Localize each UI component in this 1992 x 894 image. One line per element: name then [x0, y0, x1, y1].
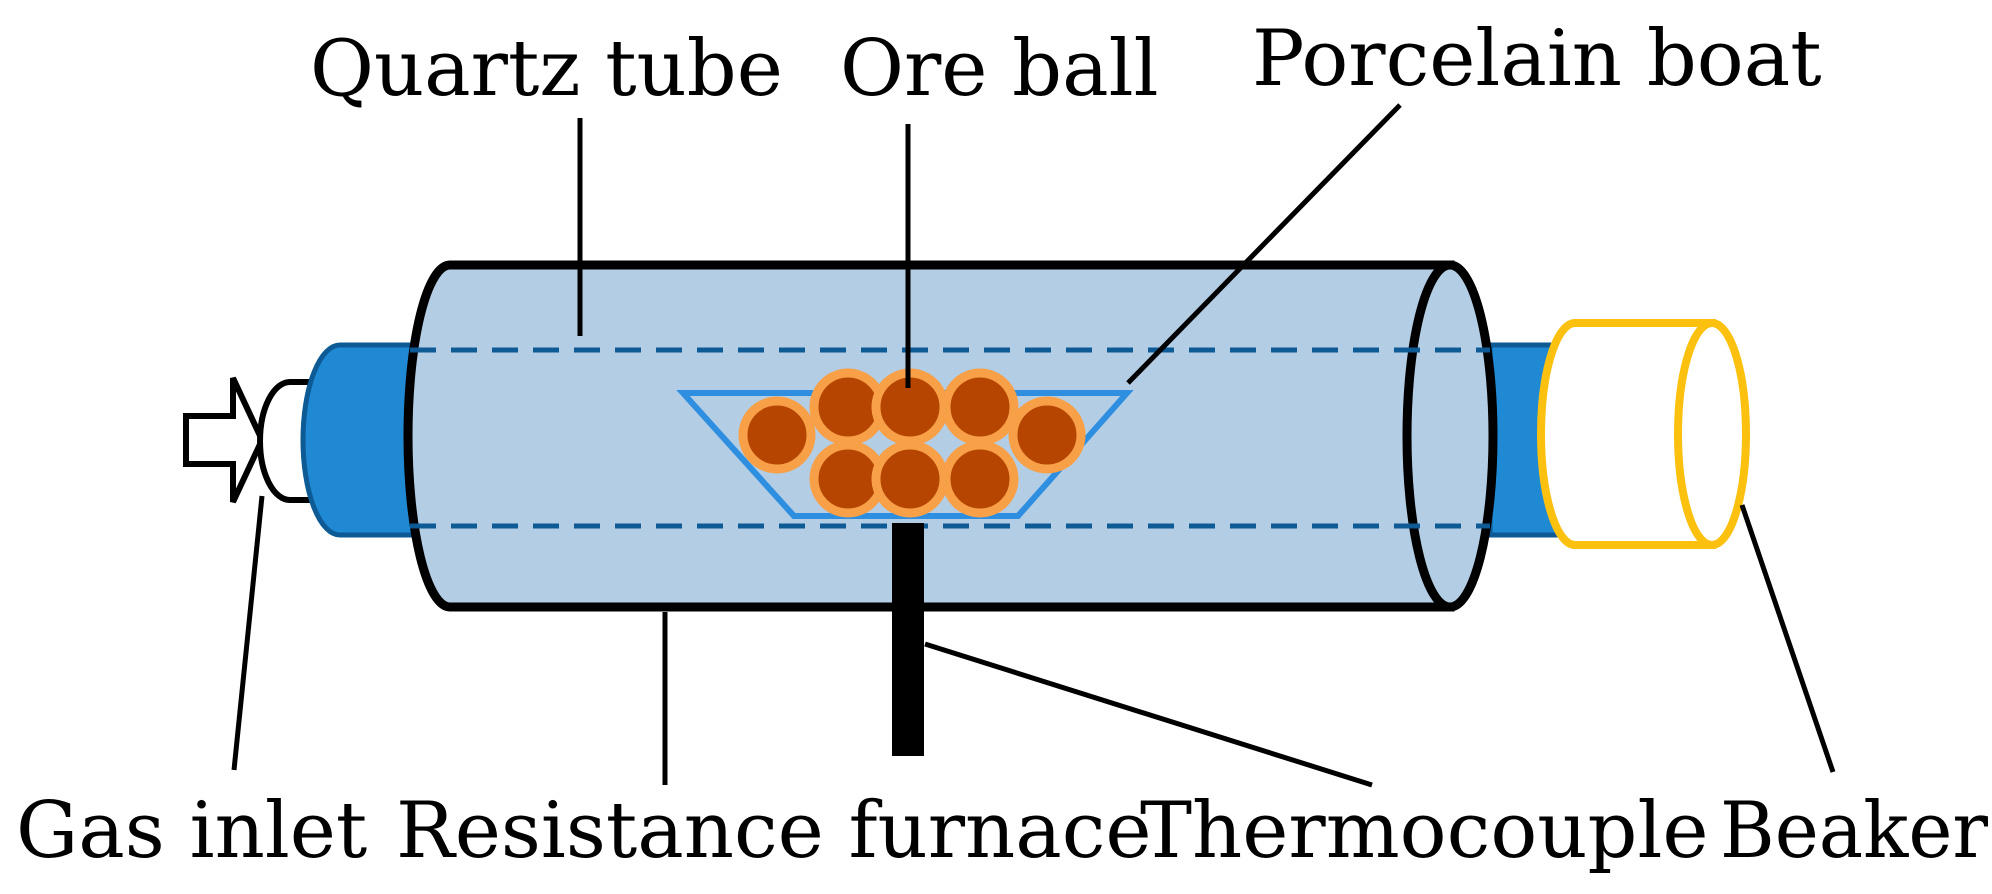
- ore-ball: [738, 396, 816, 474]
- ore-ball: [941, 440, 1019, 518]
- ore-ball: [871, 440, 949, 518]
- beaker: [1537, 319, 1750, 549]
- ore-balls: [738, 368, 1086, 518]
- thermocouple-rod: [892, 523, 924, 756]
- leader-beaker: [1739, 504, 1836, 773]
- gas-inlet-arrow: [183, 376, 266, 504]
- label-ore-ball: Ore ball: [840, 24, 1159, 114]
- ore-ball: [941, 368, 1019, 446]
- ore-ball: [1008, 396, 1086, 474]
- leader-lines: [231, 103, 1836, 788]
- quartz-tube: [410, 347, 1490, 529]
- label-thermocouple: Thermocouple: [1140, 786, 1709, 876]
- label-porcelain-boat: Porcelain boat: [1252, 14, 1822, 104]
- label-resistance-furnace: Resistance furnace: [396, 786, 1152, 876]
- label-beaker: Beaker: [1720, 786, 1989, 876]
- label-gas-inlet: Gas inlet: [16, 786, 367, 876]
- leader-thermocouple: [924, 641, 1373, 788]
- furnace-right-opening: [1402, 260, 1498, 612]
- label-quartz-tube: Quartz tube: [310, 24, 783, 114]
- leader-gas-inlet: [231, 495, 265, 771]
- leader-porcelain-boat: [1126, 103, 1402, 385]
